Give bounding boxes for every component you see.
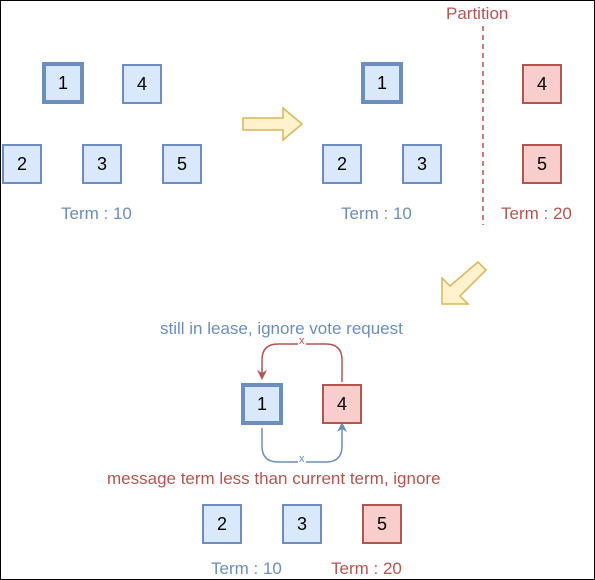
- panel3-node-3: 3: [282, 504, 322, 544]
- panel2-term-right: Term : 20: [501, 204, 572, 223]
- partition-label: Partition: [446, 4, 509, 23]
- panel3-term-right: Term : 20: [331, 559, 402, 578]
- panel1-term-label: Term : 10: [61, 204, 132, 223]
- panel1-node-5: 5: [162, 144, 202, 184]
- panel3-node-1: 1: [241, 383, 283, 425]
- panel1-node-3: 3: [82, 144, 122, 184]
- panel1-node-2: 2: [2, 144, 42, 184]
- panel3-term-left: Term : 10: [211, 559, 282, 578]
- panel3-node-4: 4: [322, 384, 362, 424]
- panel1-node-1: 1: [42, 62, 84, 104]
- reject-mark-bottom: x: [298, 453, 306, 465]
- panel2-node-2: 2: [322, 144, 362, 184]
- panel1-node-4: 4: [122, 64, 162, 104]
- panel3-node-2: 2: [202, 504, 242, 544]
- flow-arrow-down-left: [441, 260, 488, 305]
- panel2-node-4: 4: [522, 64, 562, 104]
- panel2-node-5: 5: [522, 144, 562, 184]
- panel2-node-3: 3: [402, 144, 442, 184]
- reject-mark-top: x: [298, 335, 306, 347]
- flow-arrow-right: [242, 106, 304, 142]
- annotation-vote-ignored: still in lease, ignore vote request: [160, 319, 403, 338]
- annotation-message-ignored: message term less than current term, ign…: [107, 469, 441, 488]
- panel2-term-left: Term : 10: [341, 204, 412, 223]
- panel2-node-1: 1: [361, 62, 403, 104]
- vote-request-edge: [257, 343, 343, 382]
- panel3-node-5: 5: [362, 504, 402, 544]
